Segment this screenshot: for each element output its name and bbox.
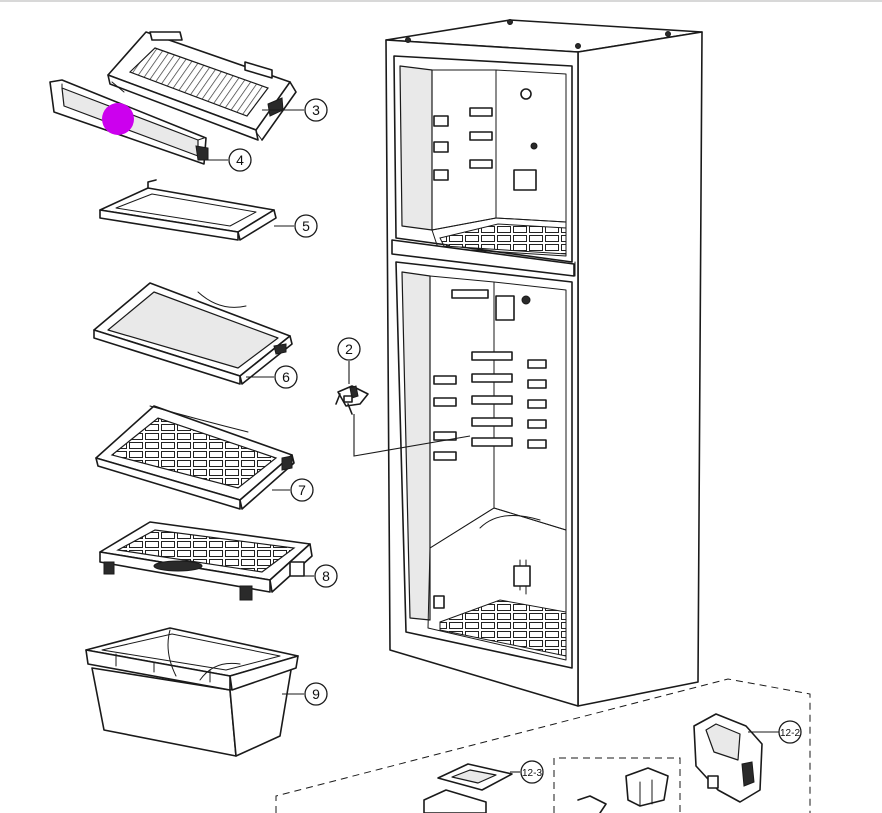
callout-2-label: 2 xyxy=(345,341,353,357)
callout-9: 9 xyxy=(304,682,328,706)
part-12-3-pad xyxy=(437,763,520,791)
part-8-crisper-cover xyxy=(99,521,313,601)
callout-12-2: 12-2 xyxy=(778,720,802,744)
part-3-freezer-tray xyxy=(107,31,297,141)
part-partial-housing xyxy=(423,767,669,813)
callout-5: 5 xyxy=(294,214,318,238)
callout-3-label: 3 xyxy=(312,102,320,118)
callout-5-label: 5 xyxy=(302,218,310,234)
callout-7: 7 xyxy=(290,478,314,502)
part-5-glass-shelf xyxy=(99,179,277,241)
part-6-framed-shelf xyxy=(93,282,293,385)
callout-9-label: 9 xyxy=(312,686,320,702)
refrigerator-cabinet xyxy=(385,19,703,707)
callout-12-2-label: 12-2 xyxy=(780,728,800,739)
callout-7-label: 7 xyxy=(298,482,306,498)
callout-12-3-label: 12-3 xyxy=(522,768,542,779)
part-2-leader xyxy=(353,414,471,457)
part-2-thermostat xyxy=(335,361,369,415)
part-12-2-bracket xyxy=(693,713,780,803)
callout-3: 3 xyxy=(304,98,328,122)
callout-4-label: 4 xyxy=(236,152,244,168)
callout-4: 4 xyxy=(228,148,252,172)
leader-lines xyxy=(204,109,314,695)
part-9-crisper-drawer xyxy=(85,627,299,757)
callout-6-label: 6 xyxy=(282,369,290,385)
accessory-region xyxy=(275,678,811,813)
magenta-marker xyxy=(102,103,134,135)
callout-12-3: 12-3 xyxy=(520,760,544,784)
callout-8-label: 8 xyxy=(322,568,330,584)
part-7-grid-shelf xyxy=(95,405,295,510)
callout-2: 2 xyxy=(337,337,361,361)
callout-6: 6 xyxy=(274,365,298,389)
callout-8: 8 xyxy=(314,564,338,588)
